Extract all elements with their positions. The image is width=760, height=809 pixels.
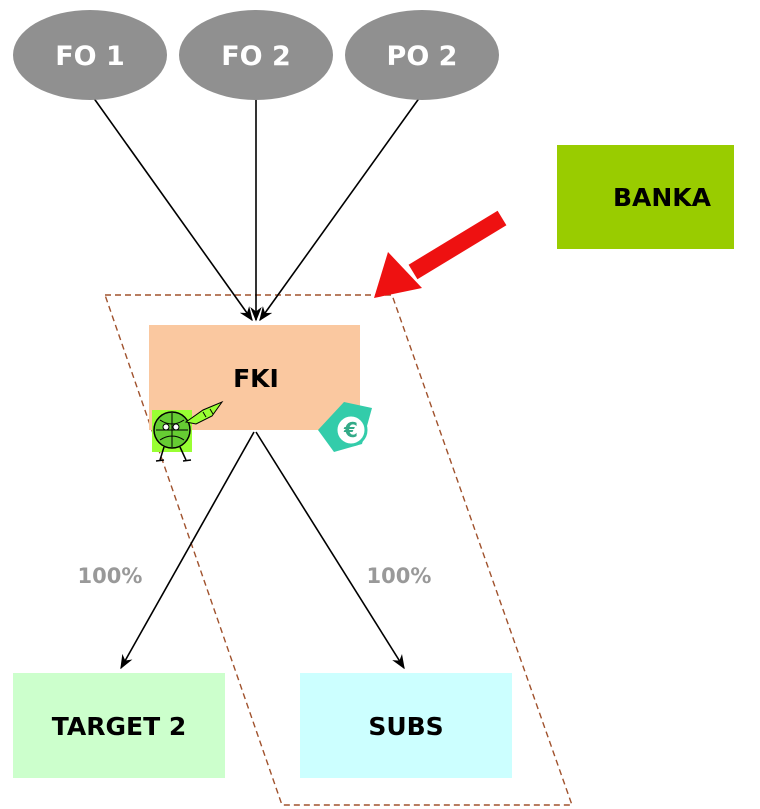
edge-fo1-fki bbox=[92, 96, 253, 322]
node-po2-label: PO 2 bbox=[387, 41, 458, 72]
boundary-dashed-frame bbox=[104, 294, 573, 806]
node-target2-label: TARGET 2 bbox=[52, 712, 186, 741]
edge-po2-fki bbox=[259, 96, 421, 322]
node-fo2-shape bbox=[179, 10, 333, 100]
edge-fki-subs bbox=[255, 431, 405, 670]
red-arrow-shaft bbox=[408, 210, 507, 280]
node-fki-label: FKI bbox=[233, 364, 279, 393]
node-fo1-label: FO 1 bbox=[55, 41, 125, 72]
node-fo2-label: FO 2 bbox=[221, 41, 291, 72]
node-target2-shape bbox=[13, 673, 225, 778]
node-fo2: FO 2 bbox=[179, 10, 333, 100]
node-fo1-shape bbox=[13, 10, 167, 100]
node-subs: SUBS bbox=[300, 673, 512, 778]
red-arrow-head bbox=[374, 252, 422, 298]
node-po2-shape bbox=[345, 10, 499, 100]
globe-mascot-icon bbox=[152, 400, 224, 462]
edge-label-left-pct: 100% bbox=[78, 564, 143, 588]
node-po2: PO 2 bbox=[345, 10, 499, 100]
red-arrow bbox=[374, 210, 507, 298]
node-target2: TARGET 2 bbox=[13, 673, 225, 778]
euro-icon: € bbox=[318, 402, 372, 452]
node-banka-shape bbox=[557, 145, 734, 249]
node-subs-label: SUBS bbox=[368, 712, 443, 741]
svg-text:€: € bbox=[343, 418, 358, 442]
node-banka-label: BANKA bbox=[613, 183, 712, 212]
edge-label-right-pct: 100% bbox=[367, 564, 432, 588]
node-fo1: FO 1 bbox=[13, 10, 167, 100]
edge-fki-target2 bbox=[120, 431, 255, 670]
node-banka: BANKA bbox=[557, 145, 734, 249]
node-subs-shape bbox=[300, 673, 512, 778]
